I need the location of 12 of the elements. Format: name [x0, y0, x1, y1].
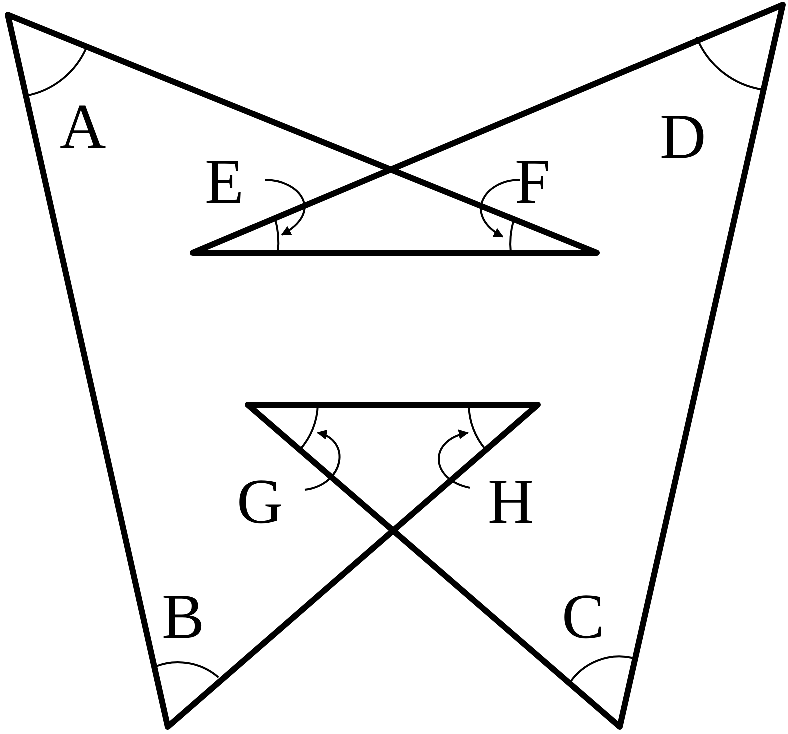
angle-label: D: [660, 105, 706, 169]
angle-label: E: [205, 150, 244, 214]
leader-line: [264, 179, 306, 236]
leader-line: [438, 430, 470, 489]
leader-line: [304, 431, 341, 491]
angle-label: C: [562, 585, 605, 649]
angle-label: A: [60, 95, 106, 159]
angle-label: G: [237, 470, 284, 534]
leader-line: [480, 179, 520, 238]
angle-label: H: [488, 470, 534, 534]
angle-label: B: [162, 585, 205, 649]
angle-label: F: [515, 150, 551, 214]
